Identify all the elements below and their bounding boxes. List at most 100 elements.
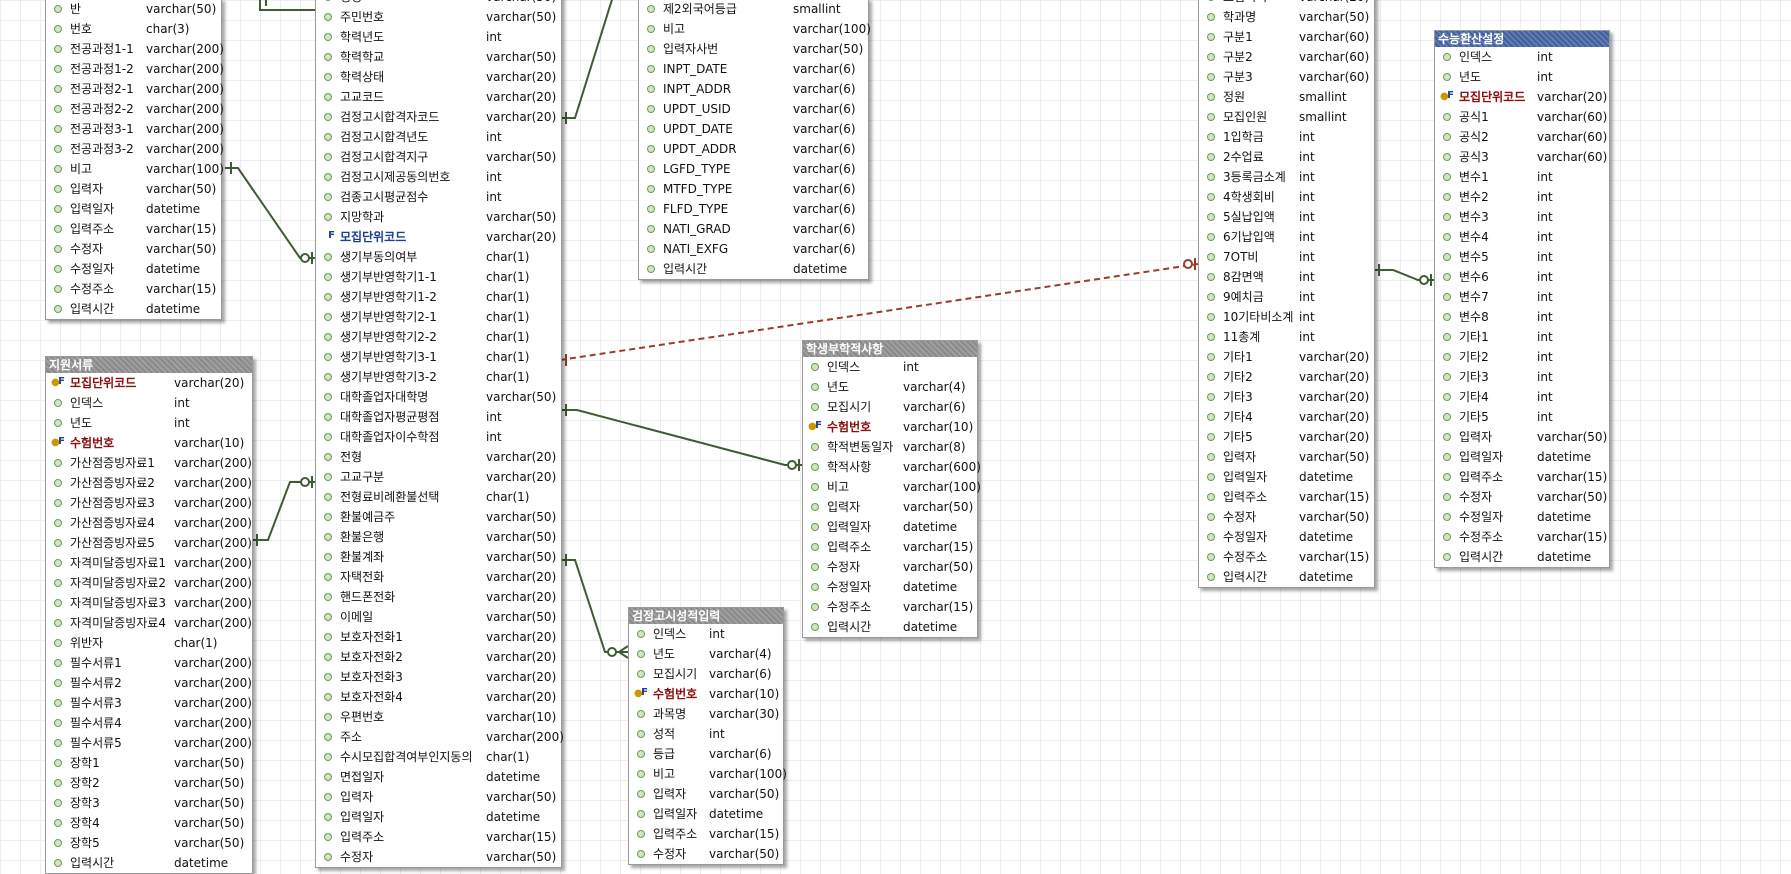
relationship-line[interactable] [560,0,615,119]
table-title[interactable]: 학생부학적사항 [803,341,977,357]
relationship-line[interactable] [225,167,315,259]
table-t3[interactable]: 성명varchar(50)주민번호varchar(50)학력년도int학력학교v… [315,0,564,868]
relationship-line[interactable] [1373,269,1434,281]
table-title[interactable]: 검정고시성적입력 [629,608,783,624]
